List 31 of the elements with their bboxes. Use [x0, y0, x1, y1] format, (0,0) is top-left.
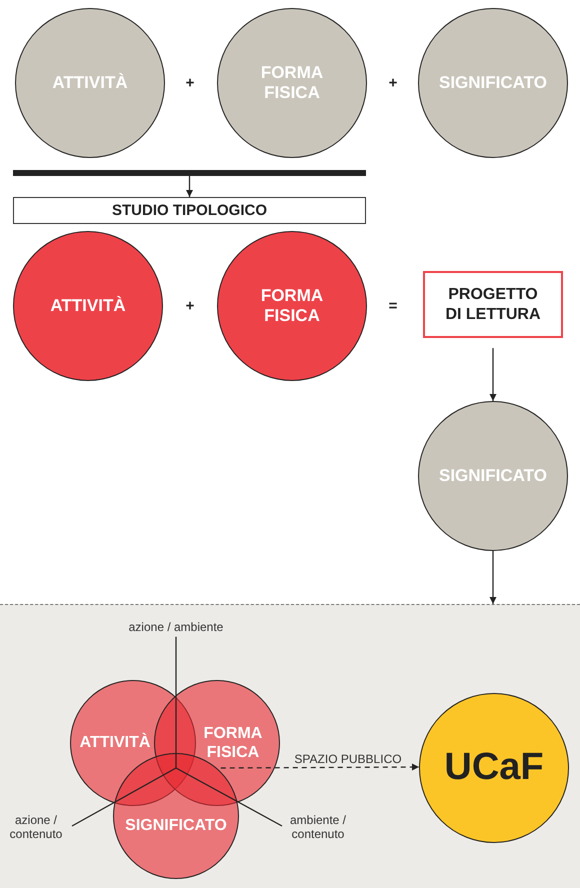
concept-label: SIGNIFICATO — [439, 72, 547, 94]
leader-line — [72, 767, 176, 827]
arrow — [220, 764, 419, 771]
process-box — [13, 197, 366, 224]
leader-line — [176, 767, 282, 827]
concept-label: ATTIVITÀ — [50, 296, 126, 316]
venn-label: ambiente / contenuto — [288, 812, 348, 842]
operator-sign: + — [186, 298, 194, 314]
concept-label: ATTIVITÀ — [80, 733, 150, 753]
venn-label: azione / contenuto — [8, 812, 64, 842]
operator-sign: + — [388, 74, 398, 92]
venn-label: azione / ambiente — [128, 620, 224, 634]
concept-label: FORMA FISICA — [202, 724, 264, 762]
acronym-text: UCaF — [444, 745, 544, 790]
edge-label: SPAZIO PUBBLICO — [292, 752, 404, 766]
concept-label: SIGNIFICATO — [439, 466, 547, 486]
panel-background — [0, 604, 580, 888]
concept-label: ATTIVITÀ — [52, 72, 128, 94]
concept-label: SIGNIFICATO — [125, 816, 227, 836]
operator-sign: = — [388, 298, 398, 314]
result-box — [423, 271, 563, 338]
leader-line — [175, 636, 177, 768]
concept-label: FORMA FISICA — [260, 62, 324, 104]
arrow — [186, 176, 193, 197]
operator-sign: + — [186, 74, 194, 92]
concept-label: STUDIO TIPOLOGICO — [112, 202, 267, 220]
concept-label: PROGETTO DI LETTURA — [444, 285, 542, 324]
arrow — [490, 551, 496, 604]
arrow — [490, 348, 496, 401]
summation-bar — [13, 170, 366, 176]
concept-label: FORMA FISICA — [260, 286, 324, 326]
